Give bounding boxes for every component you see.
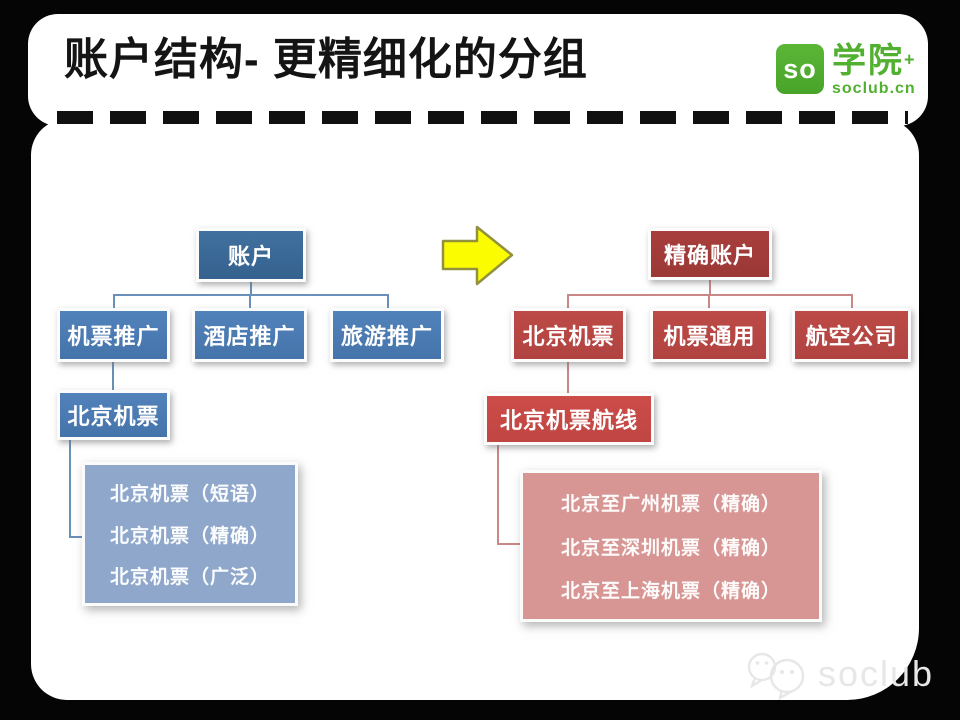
soclub-watermark: soclub [742, 648, 934, 700]
title-divider-dashed-line [57, 111, 908, 124]
connector-line [112, 362, 114, 391]
left-keywords-box: 北京机票（短语） 北京机票（精确） 北京机票（广泛） [82, 462, 298, 606]
page-title: 账户结构- 更精细化的分组 [64, 35, 588, 84]
connector-line [250, 282, 252, 296]
connector-line [69, 536, 83, 538]
left-grandchild-node: 北京机票 [57, 390, 170, 440]
right-keyword-2: 北京至深圳机票（精确） [560, 537, 781, 559]
left-child-node-3: 旅游推广 [330, 308, 444, 362]
left-keyword-2: 北京机票（精确） [109, 525, 270, 547]
left-keyword-1: 北京机票（短语） [109, 484, 270, 506]
right-keywords-box: 北京至广州机票（精确） 北京至深圳机票（精确） 北京至上海机票（精确） [520, 470, 822, 622]
right-keyword-1: 北京至广州机票（精确） [560, 494, 781, 516]
right-root-node: 精确账户 [648, 228, 772, 280]
connector-line [851, 294, 853, 309]
left-keyword-3: 北京机票（广泛） [109, 566, 270, 588]
connector-line [387, 294, 389, 309]
connector-line [708, 294, 710, 309]
right-child-node-3: 航空公司 [792, 308, 911, 362]
connector-line [113, 294, 389, 296]
right-child-node-1: 北京机票 [511, 308, 626, 362]
right-child-node-2: 机票通用 [650, 308, 769, 362]
right-keyword-3: 北京至上海机票（精确） [560, 580, 781, 602]
so-logo-icon: so [776, 44, 824, 94]
connector-line [709, 280, 711, 296]
connector-line [113, 294, 115, 309]
brand-name: 学院+ [832, 42, 915, 80]
left-root-node: 账户 [196, 228, 306, 282]
left-child-node-2: 酒店推广 [192, 308, 307, 362]
connector-line [567, 362, 569, 394]
connector-line [249, 294, 251, 309]
right-grandchild-node: 北京机票航线 [484, 393, 654, 445]
connector-line [567, 294, 569, 309]
brand-logo: so 学院+ soclub.cn [776, 44, 916, 97]
right-arrow-icon [441, 225, 514, 286]
connector-line [69, 440, 71, 538]
connector-line [567, 294, 853, 296]
left-child-node-1: 机票推广 [57, 308, 170, 362]
brand-domain: soclub.cn [832, 80, 916, 97]
connector-line [497, 543, 521, 545]
plus-mark: + [904, 49, 915, 70]
connector-line [497, 445, 499, 545]
transform-arrow [441, 224, 515, 293]
watermark-text: soclub [818, 653, 935, 694]
chat-bubbles-icon [747, 652, 805, 700]
